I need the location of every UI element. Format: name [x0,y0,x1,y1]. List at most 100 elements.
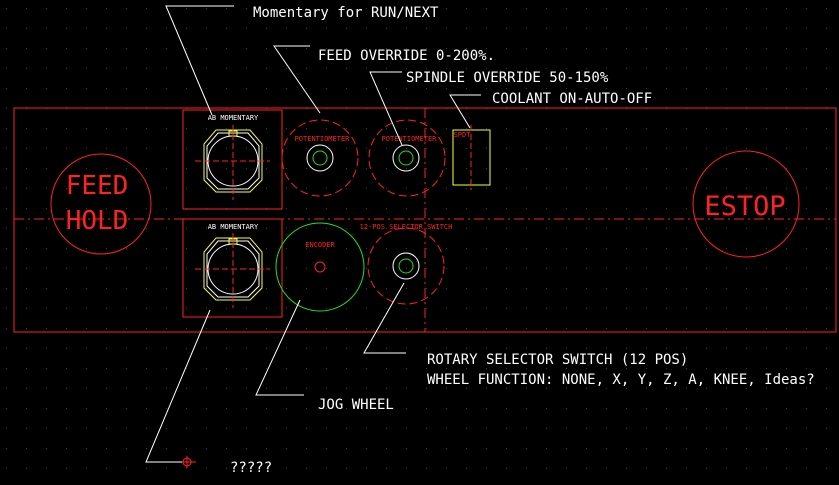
grid-dot [266,168,267,169]
grid-dot [586,288,587,289]
grid-dot [106,348,107,349]
grid-dot [526,448,527,449]
grid-dot [146,288,147,289]
grid-dot [46,168,47,169]
grid-dot [526,388,527,389]
grid-dot [186,128,187,129]
grid-dot [646,168,647,169]
grid-dot [646,68,647,69]
grid-dot [26,268,27,269]
grid-dot [406,368,407,369]
grid-dot [526,88,527,89]
grid-dot [766,128,767,129]
grid-dot [366,28,367,29]
grid-dot [366,48,367,49]
grid-dot [86,168,87,169]
grid-dot [766,188,767,189]
grid-dot [306,128,307,129]
grid-dot [786,328,787,329]
grid-dot [66,448,67,449]
grid-dot [486,388,487,389]
grid-dot [806,268,807,269]
grid-dot [646,8,647,9]
grid-dot [666,168,667,169]
grid-dot [606,28,607,29]
grid-dot [446,448,447,449]
grid-dot [146,168,147,169]
grid-dot [266,328,267,329]
grid-dot [606,348,607,349]
grid-dot [726,468,727,469]
grid-dot [386,388,387,389]
grid-dot [266,128,267,129]
grid-dot [606,128,607,129]
grid-dot [546,188,547,189]
grid-dot [46,408,47,409]
feed-pot-label: POTENTIOMETER [295,135,351,143]
grid-dot [806,308,807,309]
feed-pot-knob-inner [312,150,328,166]
grid-dot [466,148,467,149]
grid-dot [706,88,707,89]
grid-dot [446,348,447,349]
grid-dot [506,68,507,69]
encoder-label: ENCODER [305,241,335,249]
grid-dot [406,348,407,349]
grid-dot [586,428,587,429]
grid-dot [106,308,107,309]
grid-dot [446,128,447,129]
grid-dot [466,208,467,209]
grid-dot [526,188,527,189]
grid-dot [686,228,687,229]
grid-dot [446,88,447,89]
grid-dot [486,268,487,269]
grid-dot [606,188,607,189]
grid-dot [546,28,547,29]
grid-dot [566,348,567,349]
grid-dot [226,448,227,449]
grid-dot [726,188,727,189]
grid-dot [486,448,487,449]
grid-dot [46,68,47,69]
grid-dot [626,188,627,189]
grid-dot [546,8,547,9]
grid-dot [166,288,167,289]
grid-dot [386,48,387,49]
grid-dot [546,328,547,329]
grid-dot [466,188,467,189]
grid-dot [426,328,427,329]
grid-dot [626,48,627,49]
grid-dot [566,228,567,229]
grid-dot [646,228,647,229]
grid-dot [86,28,87,29]
grid-dot [286,448,287,449]
grid-dot [546,168,547,169]
grid-dot [6,448,7,449]
grid-dot [386,208,387,209]
grid-dot [746,28,747,29]
grid-dot [706,248,707,249]
grid-dot [406,148,407,149]
grid-dot [746,88,747,89]
grid-dot [126,28,127,29]
grid-dot [826,208,827,209]
grid-dot [346,28,347,29]
grid-dot [146,448,147,449]
grid-dot [186,348,187,349]
grid-dot [786,8,787,9]
grid-dot [586,348,587,349]
grid-dot [566,368,567,369]
grid-dot [186,448,187,449]
grid-dot [226,168,227,169]
grid-dot [566,68,567,69]
grid-dot [406,328,407,329]
grid-dot [246,48,247,49]
grid-dot [206,308,207,309]
grid-dot [706,188,707,189]
grid-dot [526,208,527,209]
grid-dot [306,428,307,429]
grid-dot [386,168,387,169]
grid-dot [66,8,67,9]
grid-dot [766,48,767,49]
grid-dot [326,368,327,369]
